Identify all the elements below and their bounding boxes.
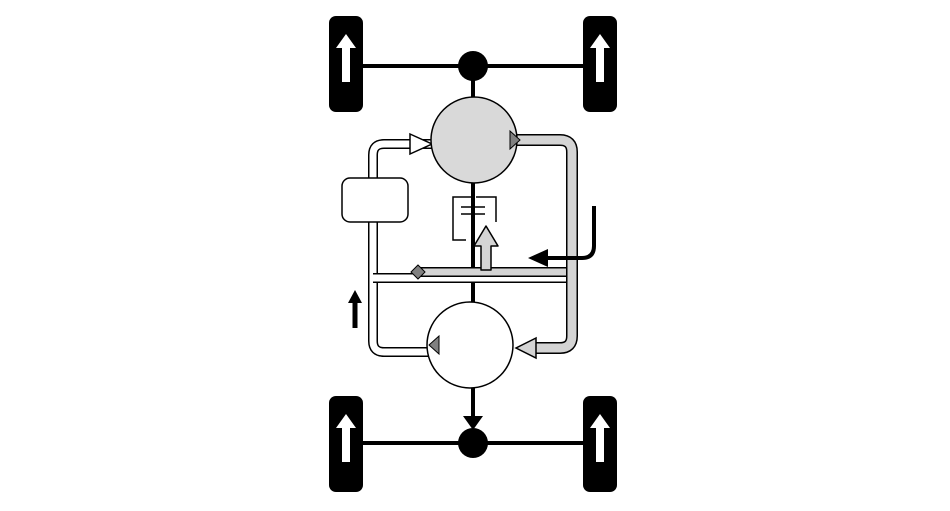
input-arrow-icon: [528, 249, 548, 267]
output-arrow-icon: [463, 416, 483, 430]
return-line-left: [368, 139, 434, 357]
reservoir-box: [341, 177, 409, 223]
pressure-feed-up: [473, 225, 499, 271]
pressure-line-right: [514, 134, 578, 354]
forward-arrow-icon: [590, 414, 610, 462]
wheel-front-left: [329, 16, 363, 112]
rear-hydraulic-unit: [426, 301, 514, 389]
front-hydraulic-unit: [430, 96, 518, 184]
wheel-rear-right: [583, 396, 617, 492]
wheel-rear-left: [329, 396, 363, 492]
rear-differential-dot-icon: [458, 428, 488, 458]
forward-arrow-icon: [336, 34, 356, 82]
forward-arrow-icon: [336, 414, 356, 462]
flow-direction-triangle-icon: [509, 129, 521, 151]
forward-arrow-icon: [590, 34, 610, 82]
coupling-bracket: [452, 196, 497, 241]
diamond-valve-icon: [410, 264, 426, 280]
front-differential-dot-icon: [458, 51, 488, 81]
return-arrowhead: [409, 132, 434, 156]
wheel-front-right: [583, 16, 617, 112]
input-curve-line: [542, 206, 596, 260]
forward-motion-arrow-icon: [348, 290, 362, 328]
pressure-arrowhead: [514, 336, 537, 360]
flow-direction-triangle-icon: [428, 334, 440, 356]
